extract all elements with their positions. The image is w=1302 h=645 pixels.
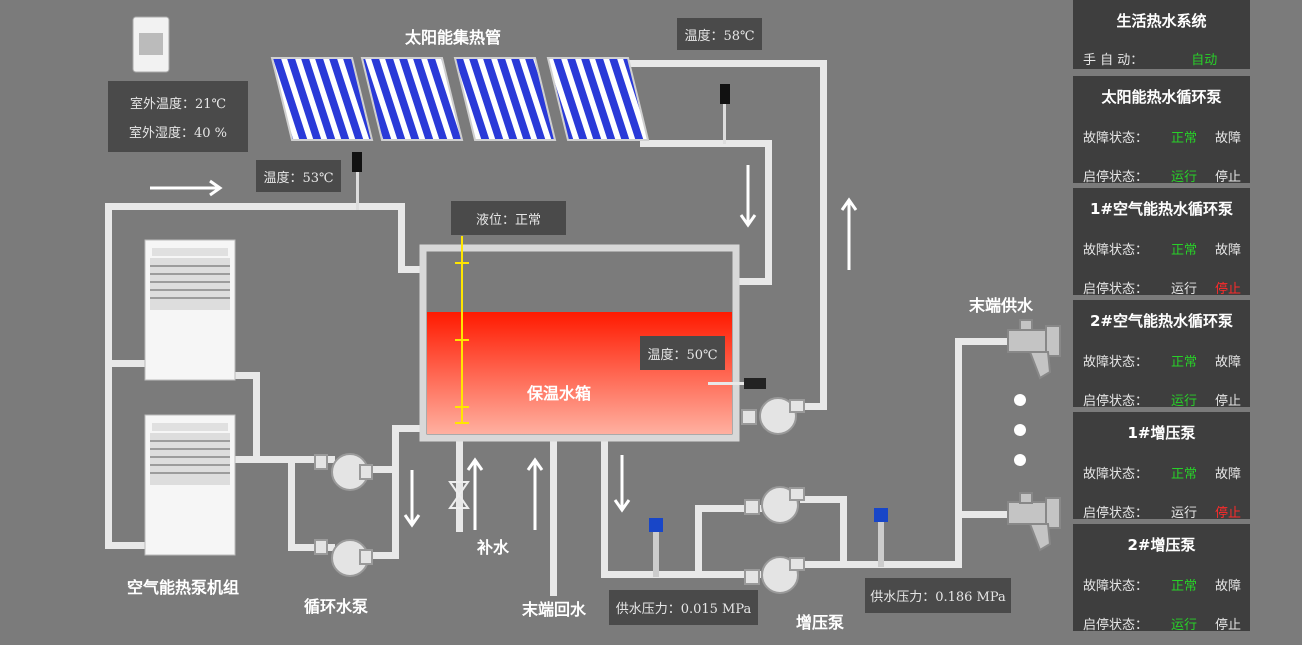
fault-fault[interactable]: 故障 [1215, 579, 1242, 594]
booster-pump-1 [744, 486, 805, 524]
tank-label: 保温水箱 [527, 384, 592, 403]
run-key: 启停状态： [1083, 618, 1149, 633]
fault-key: 故障状态： [1083, 467, 1149, 482]
pressure-1-readout: 供水压力：0.015 MPa [609, 590, 758, 625]
pump-panel: 2#增压泵故障状态： 正常 故障启停状态： 运行 停止 [1073, 524, 1250, 633]
fault-key: 故障状态： [1083, 579, 1149, 594]
solar-panel-4 [546, 57, 650, 141]
solar-panel-2 [360, 57, 464, 141]
run-key: 启停状态： [1083, 282, 1149, 297]
heat-pump-units [144, 239, 236, 556]
run-running[interactable]: 运行 [1171, 618, 1198, 633]
flow-arrows [150, 165, 858, 530]
run-stopped[interactable]: 停止 [1215, 170, 1242, 185]
solar-panel-1 [270, 57, 374, 141]
run-key: 启停状态： [1083, 394, 1149, 409]
fault-normal[interactable]: 正常 [1171, 579, 1198, 594]
outdoor-temp: 室外温度：21℃ [129, 96, 227, 112]
pump-panel: 1#增压泵故障状态： 正常 故障启停状态： 运行 停止 [1073, 412, 1250, 521]
pump-title: 太阳能热水循环泵 [1101, 88, 1222, 106]
tank-temp-readout: 温度：50℃ [640, 336, 725, 370]
circ-pump-1 [314, 453, 373, 491]
circ-pump-2 [314, 539, 373, 577]
run-running[interactable]: 运行 [1171, 506, 1198, 521]
run-stopped[interactable]: 停止 [1215, 282, 1242, 297]
more-outlets-dots [1014, 394, 1026, 466]
tank-temp-sensor [744, 378, 766, 389]
circ-pump-label: 循环水泵 [304, 597, 369, 616]
fault-normal[interactable]: 正常 [1171, 355, 1198, 370]
fault-fault[interactable]: 故障 [1215, 467, 1242, 482]
pump-title: 2#空气能热水循环泵 [1089, 312, 1233, 330]
fault-key: 故障状态： [1083, 131, 1149, 146]
run-running[interactable]: 运行 [1171, 170, 1198, 185]
makeup-valve [448, 481, 470, 509]
tank-water [427, 312, 732, 434]
pump-panel: 2#空气能热水循环泵故障状态： 正常 故障启停状态： 运行 停止 [1073, 300, 1250, 409]
fault-fault[interactable]: 故障 [1215, 131, 1242, 146]
run-stopped[interactable]: 停止 [1215, 394, 1242, 409]
fault-fault[interactable]: 故障 [1215, 243, 1242, 258]
run-running[interactable]: 运行 [1171, 282, 1198, 297]
supply-label: 末端供水 [969, 296, 1034, 315]
level-readout: 液位：正常 [451, 201, 566, 235]
mode-key: 手 自 动： [1083, 53, 1144, 68]
solar-circ-pump [741, 397, 805, 435]
fault-normal[interactable]: 正常 [1171, 467, 1198, 482]
outdoor-humidity: 室外湿度：40 % [128, 125, 228, 141]
fault-key: 故障状态： [1083, 243, 1149, 258]
heat-pump-label: 空气能热泵机组 [127, 578, 240, 597]
supply-valves [1007, 319, 1061, 552]
run-running[interactable]: 运行 [1171, 394, 1198, 409]
run-key: 启停状态： [1083, 170, 1149, 185]
makeup-label: 补水 [477, 538, 510, 557]
temp-sensors [352, 84, 730, 210]
fault-normal[interactable]: 正常 [1171, 131, 1198, 146]
weather-station-icon [132, 16, 170, 73]
temp-left-readout: 温度：53℃ [256, 160, 341, 192]
mode-value[interactable]: 自动 [1191, 53, 1218, 68]
system-panel: 生活热水系统 手 自 动： 自动 [1073, 0, 1250, 69]
system-title: 生活热水系统 [1116, 12, 1207, 30]
temp-top-readout: 温度：58℃ [677, 18, 762, 50]
booster-pump-2 [744, 556, 805, 594]
pump-panel: 1#空气能热水循环泵故障状态： 正常 故障启停状态： 运行 停止 [1073, 188, 1250, 297]
outdoor-readout: 室外温度：21℃ 室外湿度：40 % [108, 81, 248, 152]
level-gauge [455, 236, 469, 424]
solar-collector-label: 太阳能集热管 [405, 28, 502, 47]
run-key: 启停状态： [1083, 506, 1149, 521]
pressure-sensors [649, 508, 888, 577]
pumps [314, 397, 805, 594]
pressure-2-readout: 供水压力：0.186 MPa [865, 578, 1011, 613]
run-stopped[interactable]: 停止 [1215, 618, 1242, 633]
fault-key: 故障状态： [1083, 355, 1149, 370]
pump-title: 1#增压泵 [1127, 424, 1196, 442]
pump-title: 2#增压泵 [1127, 536, 1196, 554]
solar-panel-3 [453, 57, 557, 141]
pump-title: 1#空气能热水循环泵 [1089, 200, 1233, 218]
run-stopped[interactable]: 停止 [1215, 506, 1242, 521]
pump-panel: 太阳能热水循环泵故障状态： 正常 故障启停状态： 运行 停止 [1073, 76, 1250, 185]
fault-normal[interactable]: 正常 [1171, 243, 1198, 258]
fault-fault[interactable]: 故障 [1215, 355, 1242, 370]
return-label: 末端回水 [522, 600, 587, 619]
booster-label: 增压泵 [796, 613, 845, 632]
